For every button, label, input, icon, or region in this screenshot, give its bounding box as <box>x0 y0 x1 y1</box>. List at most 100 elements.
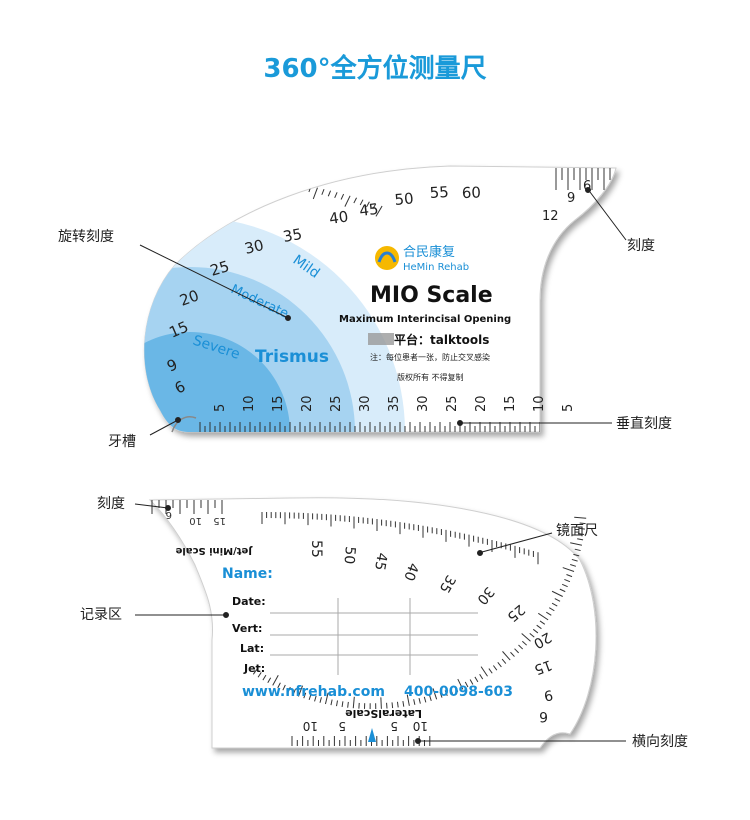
tick <box>287 686 291 693</box>
tick <box>341 701 344 708</box>
tick <box>314 695 317 702</box>
tick <box>380 697 382 709</box>
mirror-arc-number: 45 <box>371 551 390 571</box>
vertical-scale-number: 10 <box>242 395 257 412</box>
tick <box>257 672 262 678</box>
scale-subtitle: Maximum Interincisal Opening <box>339 314 511 325</box>
tick <box>571 558 578 562</box>
field-lat: Lat: <box>240 642 264 655</box>
corner-number: 9 <box>567 191 575 206</box>
tick <box>480 666 488 677</box>
page-title: 360°全方位测量尺 <box>263 54 487 84</box>
phone: 400-0098-603 <box>404 684 513 700</box>
tick <box>396 701 399 708</box>
mirror-arc-number: 40 <box>400 561 421 583</box>
callouts <box>134 187 627 744</box>
tick <box>551 590 563 597</box>
tick <box>263 179 266 186</box>
tick <box>562 567 575 572</box>
tick <box>0 237 7 247</box>
tick <box>366 201 370 208</box>
vertical-scale-number: 30 <box>416 395 431 412</box>
callout-scale-top: 刻度 <box>627 238 655 254</box>
tick <box>340 193 345 200</box>
tick <box>155 179 158 192</box>
arc-number: 40 <box>328 207 350 228</box>
corner-ticks <box>555 168 611 190</box>
tick <box>65 202 67 208</box>
tick <box>492 665 498 671</box>
tick <box>280 181 286 194</box>
tick <box>554 598 561 602</box>
arc-number: 45 <box>358 200 379 220</box>
corner-ticks <box>151 500 223 514</box>
logo-icon <box>375 246 399 270</box>
tick <box>334 192 338 199</box>
callout-horizontal-scale: 横向刻度 <box>632 734 688 750</box>
tick <box>344 195 351 207</box>
callout-mirror-ruler: 镜面尺 <box>556 523 598 539</box>
corner-number: 6 <box>166 509 172 520</box>
tick <box>372 203 377 210</box>
tick <box>429 695 432 702</box>
tick <box>288 182 292 189</box>
mirror-arc-number: 15 <box>532 656 554 677</box>
tick <box>12 228 15 233</box>
tick <box>457 678 464 690</box>
field-jet: Jet: <box>243 662 265 675</box>
tick <box>347 701 349 708</box>
callout-tooth-groove: 牙槽 <box>108 434 136 450</box>
tick <box>559 588 566 593</box>
tick <box>80 196 82 202</box>
tick <box>522 640 527 646</box>
tick <box>40 213 43 218</box>
tick <box>75 198 77 204</box>
tick <box>444 690 448 696</box>
logo-cn: 合民康复 <box>403 244 455 260</box>
tick <box>546 611 552 616</box>
callout-scale-bottom: 刻度 <box>97 496 125 512</box>
tick <box>579 522 586 525</box>
tick <box>297 685 304 697</box>
tick <box>324 692 329 705</box>
tick <box>277 682 281 689</box>
arc-number: 20 <box>177 286 201 309</box>
tick <box>35 215 38 220</box>
tick <box>217 176 220 189</box>
tick <box>538 612 549 621</box>
tick <box>237 176 240 184</box>
tick <box>303 692 307 699</box>
record-area: Date: Vert: Lat: Jet: <box>232 595 478 675</box>
tick <box>336 700 338 707</box>
tick <box>418 697 421 704</box>
tick <box>282 684 286 691</box>
lateral-scale-number: 5 <box>338 719 346 733</box>
tick <box>578 533 585 535</box>
mirror-arc-number: 9 <box>543 686 555 703</box>
name-label: Name: <box>222 566 273 582</box>
tick <box>91 193 93 199</box>
tick <box>256 178 259 185</box>
tick <box>108 188 109 194</box>
tick <box>8 231 11 236</box>
corner-number: 6 <box>583 179 591 194</box>
tick <box>292 688 296 695</box>
mirror-arc-number: 55 <box>308 540 324 558</box>
arc-number: 50 <box>394 189 415 209</box>
mirror-arc-number: 35 <box>436 572 459 595</box>
tick <box>44 210 49 221</box>
mirror-arc-number: 50 <box>340 546 357 565</box>
tick <box>449 688 454 694</box>
tick <box>406 694 410 706</box>
tick <box>529 632 535 638</box>
tick <box>132 183 133 189</box>
tick <box>126 184 128 196</box>
tick <box>539 620 546 625</box>
vertical-scale-number: 15 <box>503 395 518 412</box>
tick <box>423 696 427 703</box>
tick <box>272 675 279 686</box>
callout-record-area: 记录区 <box>80 607 122 623</box>
